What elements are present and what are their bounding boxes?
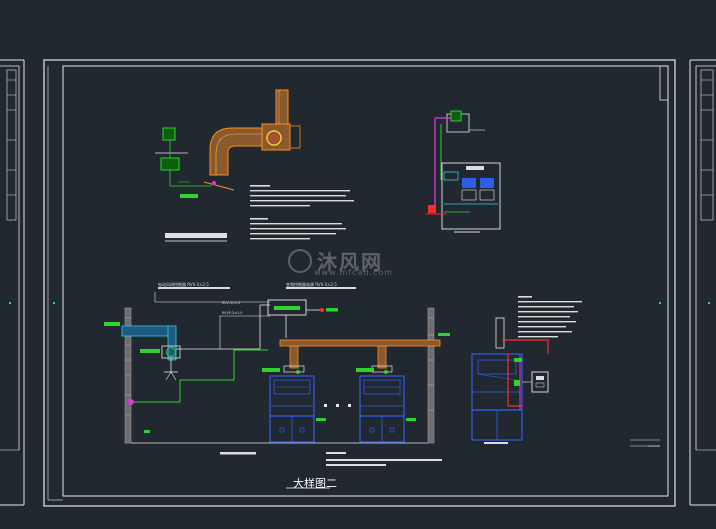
top-right-detail bbox=[426, 110, 501, 233]
cyan-markers bbox=[9, 302, 710, 304]
floor-tag bbox=[144, 430, 150, 433]
wire-spec-2: RVVP-2×1.0 bbox=[222, 311, 243, 315]
right-sheet-fragment bbox=[689, 59, 716, 506]
top-left-duct-detail bbox=[155, 89, 301, 198]
main-horizontal-duct bbox=[279, 339, 441, 369]
left-sheet-fragment bbox=[0, 59, 25, 506]
top-left-notes bbox=[250, 185, 354, 240]
right-wall-tag bbox=[438, 333, 450, 336]
left-callout-text: 电动风阀控制器 RVV-3×2.5 bbox=[158, 282, 209, 287]
right-hood-detail bbox=[471, 296, 582, 444]
top-left-caption bbox=[165, 233, 227, 242]
watermark-logo-icon bbox=[288, 248, 312, 273]
controller-box bbox=[267, 299, 307, 316]
watermark-url: www.mfcad.com bbox=[314, 268, 394, 277]
drawing-title: 大样图二 bbox=[293, 477, 337, 490]
watermark: 沐风网 www.mfcad.com bbox=[288, 246, 392, 277]
wire-spec-1: RVV-3×1.5 bbox=[222, 301, 241, 305]
fume-hood-2 bbox=[356, 365, 416, 443]
watermark-name: 沐风网 bbox=[317, 250, 383, 274]
left-exhaust-duct bbox=[104, 322, 181, 381]
control-wiring bbox=[131, 292, 322, 403]
magenta-sensor bbox=[128, 308, 338, 405]
callout-lines bbox=[158, 287, 442, 466]
left-wall bbox=[124, 307, 132, 444]
sheet-frame bbox=[43, 59, 676, 507]
right-wall bbox=[427, 307, 435, 444]
right-callout-text: 变频控制器电源 RVV-3×2.5 bbox=[286, 282, 337, 287]
fume-hood-1 bbox=[262, 365, 326, 443]
ellipsis-dots bbox=[324, 404, 351, 407]
